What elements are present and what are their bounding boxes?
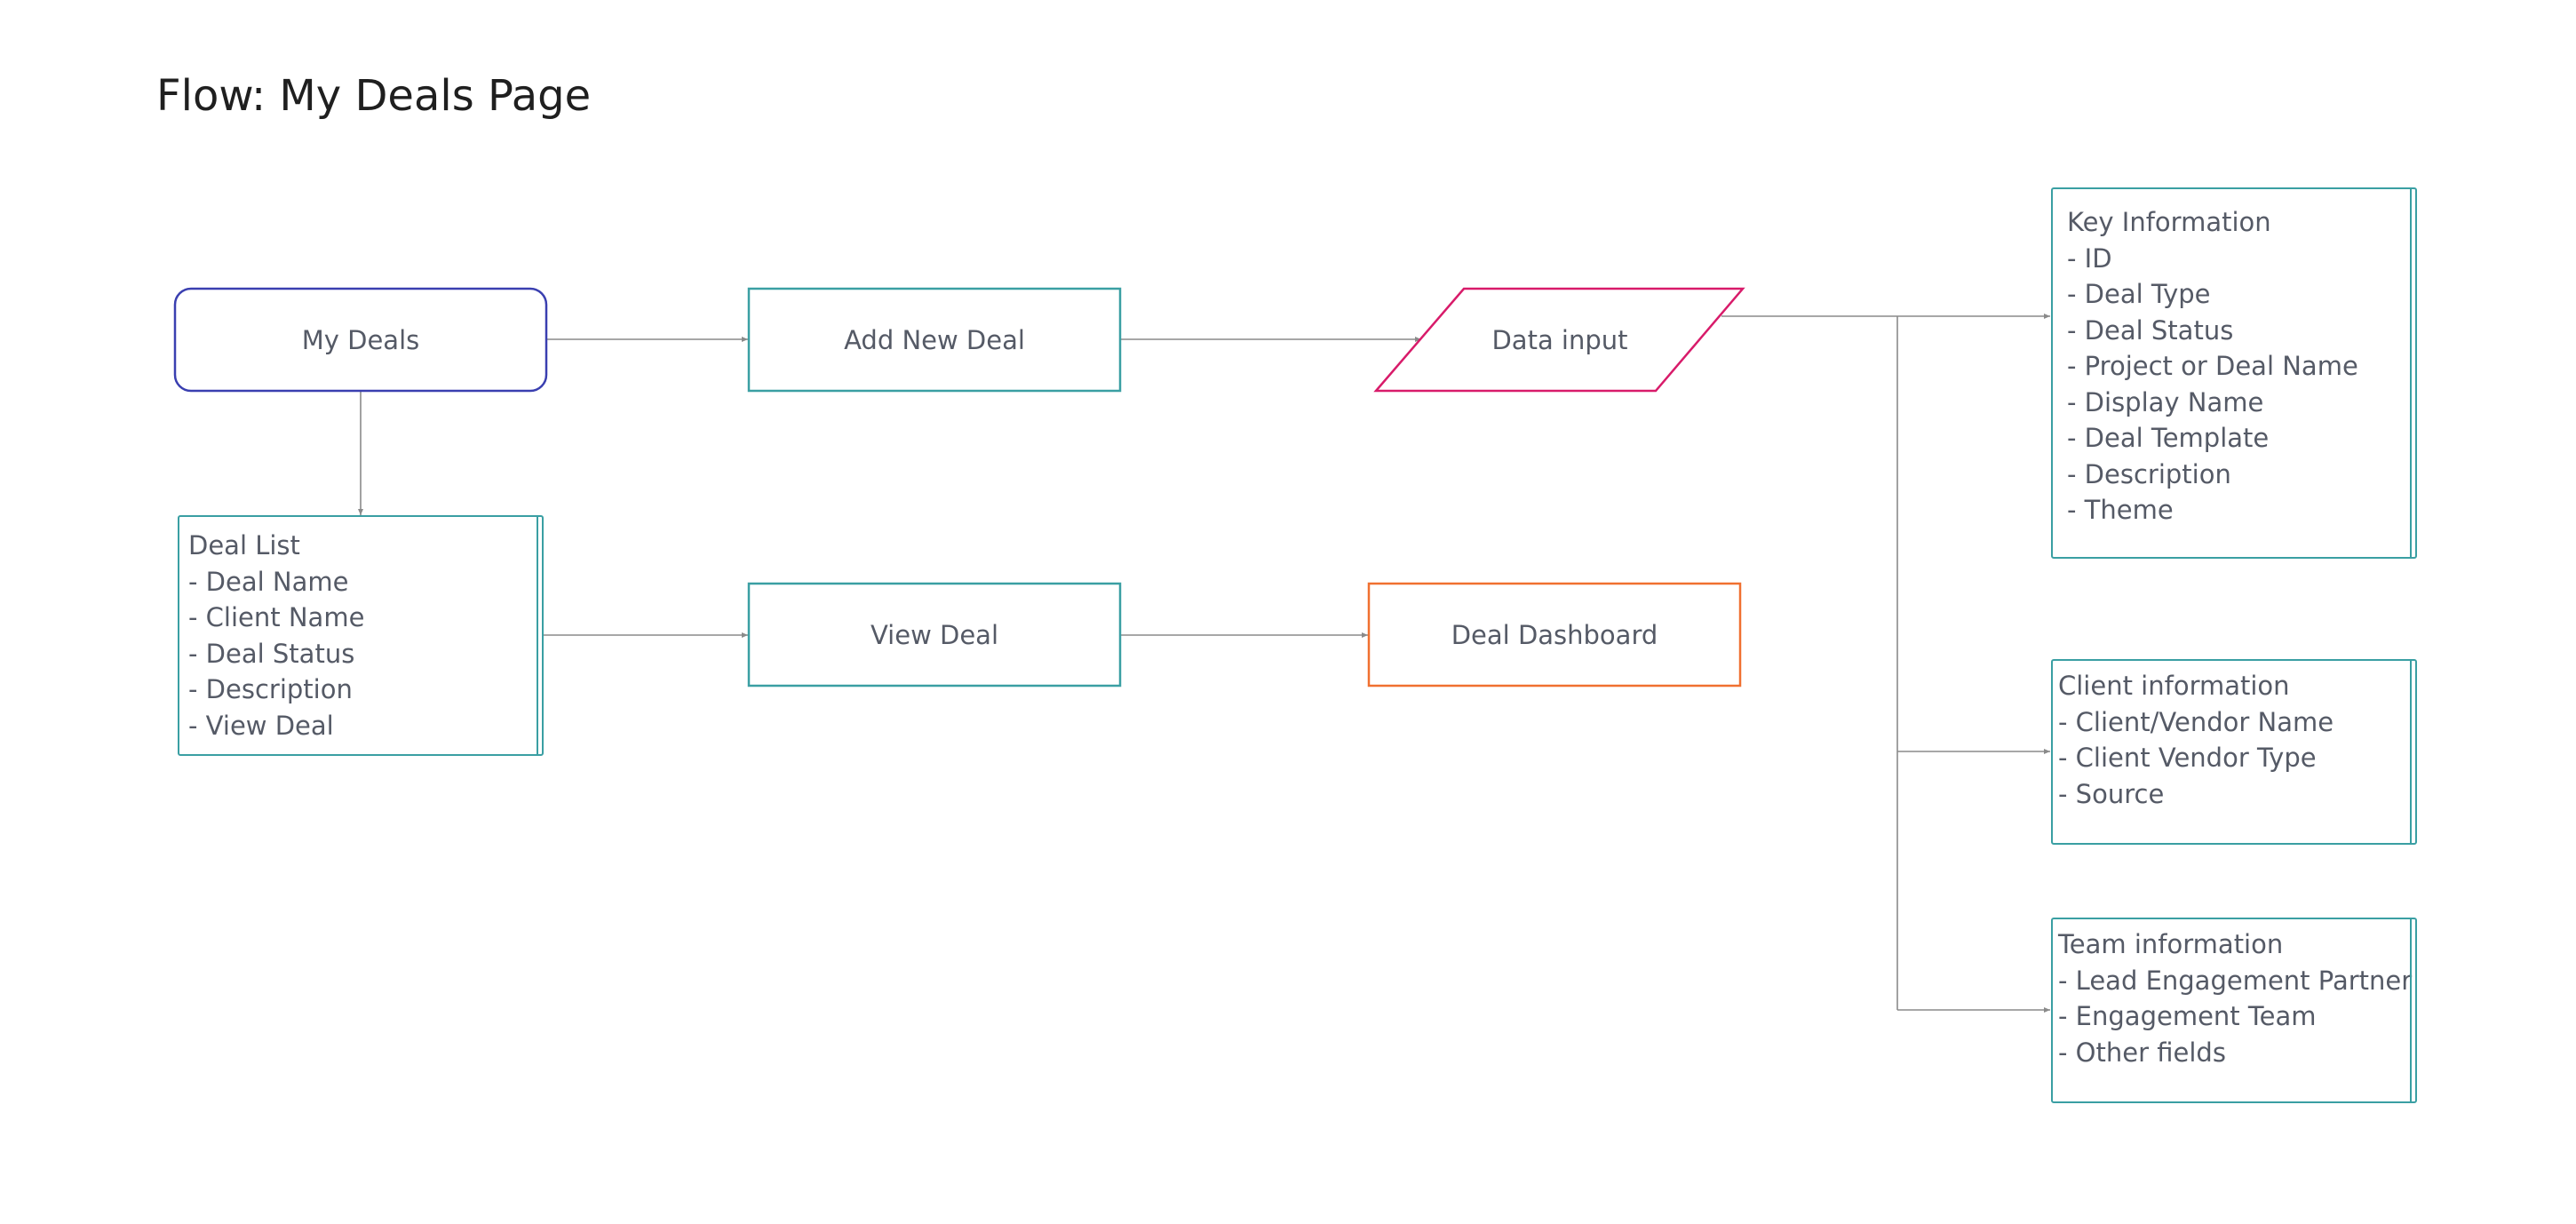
- key-information-field: - Deal Type: [2067, 279, 2211, 309]
- view-deal-process-shape: [747, 582, 1122, 688]
- deal-list-field: - View Deal: [188, 710, 334, 741]
- team-information-field: - Engagement Team: [2058, 1001, 2317, 1031]
- data-input-label: Data input: [1491, 324, 1628, 355]
- deal-list-field: - Deal Status: [188, 638, 355, 669]
- my-deals-terminator-shape: [173, 287, 548, 393]
- deal-dashboard-process-shape: [1367, 582, 1742, 688]
- add-new-deal-node[interactable]: Add New Deal: [749, 289, 1120, 391]
- deal-list-node[interactable]: Deal List - Deal Name - Client Name - De…: [178, 515, 544, 756]
- client-information-field: - Client/Vendor Name: [2058, 706, 2334, 737]
- data-input-parallelogram-shape: [1373, 287, 1745, 393]
- deal-list-text: Deal List - Deal Name - Client Name - De…: [188, 528, 364, 743]
- deal-list-field: - Deal Name: [188, 566, 349, 597]
- deal-dashboard-label: Deal Dashboard: [1451, 619, 1658, 650]
- my-deals-node[interactable]: My Deals: [175, 289, 546, 391]
- key-information-field: - ID: [2067, 242, 2112, 274]
- add-new-deal-process-shape: [747, 287, 1122, 393]
- add-new-deal-label: Add New Deal: [844, 324, 1025, 355]
- deal-dashboard-node[interactable]: Deal Dashboard: [1369, 584, 1740, 686]
- key-information-field: - Display Name: [2067, 386, 2264, 417]
- team-information-field: - Other fields: [2058, 1037, 2226, 1068]
- team-information-heading: Team information: [2058, 929, 2284, 959]
- deal-list-field: - Description: [188, 674, 353, 704]
- key-information-node[interactable]: Key Information - ID - Deal Type - Deal …: [2051, 187, 2417, 559]
- view-deal-label: View Deal: [870, 619, 999, 650]
- key-information-field: - Deal Template: [2067, 423, 2270, 453]
- page-title: Flow: My Deals Page: [156, 71, 592, 121]
- team-information-node[interactable]: Team information - Lead Engagement Partn…: [2051, 918, 2417, 1103]
- key-information-field: - Deal Status: [2067, 314, 2234, 346]
- key-information-field: - Description: [2067, 458, 2231, 489]
- deal-list-heading: Deal List: [188, 530, 300, 560]
- key-information-text: Key Information - ID - Deal Type - Deal …: [2067, 204, 2358, 529]
- view-deal-node[interactable]: View Deal: [749, 584, 1120, 686]
- client-information-field: - Source: [2058, 778, 2165, 809]
- team-information-text: Team information - Lead Engagement Partn…: [2058, 926, 2412, 1070]
- key-information-heading: Key Information: [2067, 207, 2271, 237]
- client-information-heading: Client information: [2058, 671, 2290, 701]
- key-information-field: - Project or Deal Name: [2067, 351, 2358, 381]
- my-deals-label: My Deals: [301, 324, 420, 355]
- data-input-node[interactable]: Data input: [1421, 289, 1698, 391]
- client-information-node[interactable]: Client information - Client/Vendor Name …: [2051, 659, 2417, 845]
- deal-list-field: - Client Name: [188, 602, 365, 632]
- key-information-field: - Theme: [2067, 495, 2174, 525]
- team-information-field: - Lead Engagement Partner: [2058, 965, 2413, 996]
- client-information-field: - Client Vendor Type: [2058, 743, 2317, 773]
- client-information-text: Client information - Client/Vendor Name …: [2058, 668, 2334, 812]
